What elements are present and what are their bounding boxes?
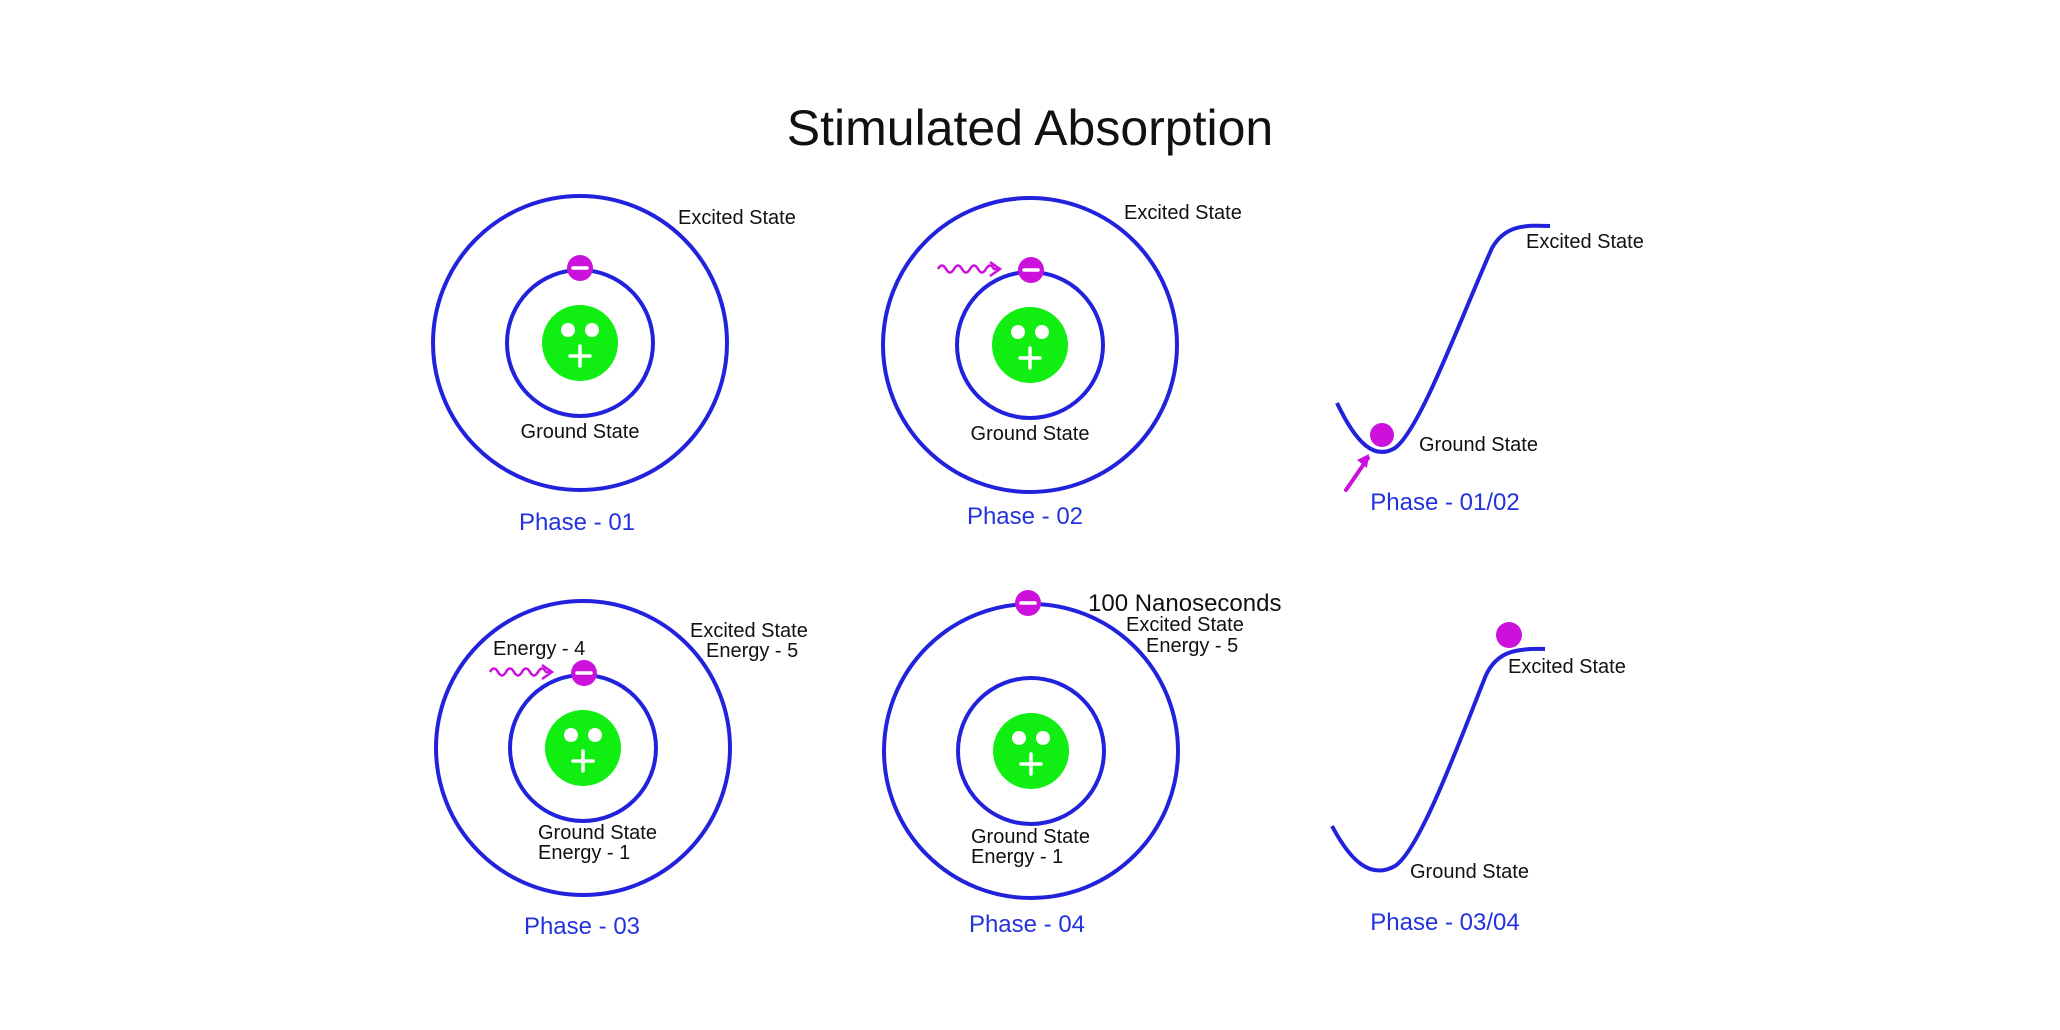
energy-curve	[1330, 646, 1546, 873]
nucleus-plus-icon	[991, 711, 1071, 791]
panel-phase-03-04: Excited State Ground State Phase - 03/04	[1330, 622, 1626, 936]
ground-energy-label: Energy - 1	[538, 842, 630, 864]
phase-label: Phase - 01	[519, 509, 635, 536]
excited-state-label: Excited State	[1124, 202, 1242, 224]
ground-energy-label: Energy - 1	[971, 846, 1063, 868]
panel-phase-04: 100 Nanoseconds Excited State Energy - 5…	[882, 588, 1281, 938]
phase-label: Phase - 03/04	[1370, 909, 1519, 936]
electron-minus-icon	[1013, 588, 1043, 618]
excited-state-label: Excited State	[1126, 614, 1244, 636]
electron-dot	[1370, 423, 1394, 447]
ground-state-label: Ground State	[971, 423, 1090, 445]
energy-curve	[1335, 223, 1551, 454]
time-label: 100 Nanoseconds	[1088, 590, 1281, 617]
phase-label: Phase - 01/02	[1370, 489, 1519, 516]
excited-state-label: Excited State	[1526, 231, 1644, 253]
ground-state-label: Ground State	[538, 822, 657, 844]
panel-phase-02: Excited State Ground State Phase - 02	[881, 196, 1242, 530]
excited-energy-label: Energy - 5	[706, 640, 798, 662]
photon-energy-label: Energy - 4	[493, 638, 585, 660]
phase-label: Phase - 02	[967, 503, 1083, 530]
excited-state-label: Excited State	[678, 207, 796, 229]
excited-orbit	[881, 196, 1179, 494]
nucleus-plus-icon	[990, 305, 1070, 385]
nucleus-plus-icon	[540, 303, 620, 383]
diagram-title: Stimulated Absorption	[787, 100, 1273, 156]
panel-phase-03: Energy - 4 Excited State Energy - 5 Grou…	[434, 599, 808, 940]
electron-dot	[1496, 622, 1522, 648]
photon-arrowhead	[1357, 454, 1369, 468]
ground-state-label: Ground State	[1410, 861, 1529, 883]
panel-phase-01-02: Excited State Ground State Phase - 01/02	[1335, 223, 1644, 516]
ground-state-label: Ground State	[1419, 434, 1538, 456]
excited-state-label: Excited State	[1508, 656, 1626, 678]
panel-phase-01: Excited State Ground State Phase - 01	[431, 194, 796, 536]
photon-wave-arrow-icon	[936, 260, 1002, 278]
excited-energy-label: Energy - 5	[1146, 635, 1238, 657]
ground-orbit	[956, 676, 1106, 826]
phase-label: Phase - 03	[524, 913, 640, 940]
phase-label: Phase - 04	[969, 911, 1085, 938]
excited-orbit	[431, 194, 729, 492]
ground-state-label: Ground State	[971, 826, 1090, 848]
electron-minus-icon	[569, 658, 599, 688]
electron-minus-icon	[565, 253, 595, 283]
nucleus-plus-icon	[543, 708, 623, 788]
excited-orbit	[434, 599, 732, 897]
electron-minus-icon	[1016, 255, 1046, 285]
ground-state-label: Ground State	[521, 421, 640, 443]
photon-wave-arrow-icon	[488, 663, 554, 681]
excited-state-label: Excited State	[690, 620, 808, 642]
